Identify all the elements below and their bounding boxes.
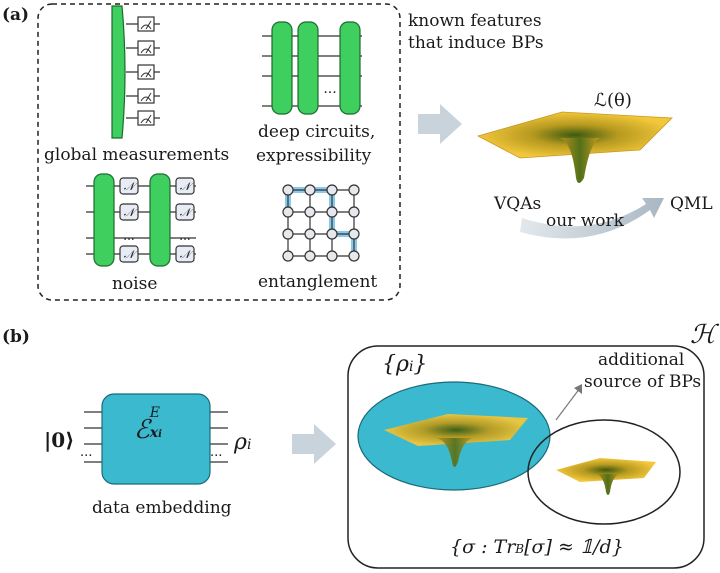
deep-circuits-label-line1: deep circuits, bbox=[258, 122, 376, 142]
data-embedding-label: data embedding bbox=[92, 498, 232, 518]
output-state-label: ρi bbox=[234, 432, 251, 454]
noise-gate-label: 𝒩 bbox=[180, 206, 194, 219]
mixed-region-surface bbox=[556, 458, 656, 495]
our-work-label: our work bbox=[546, 211, 624, 231]
sigma-label: {σ : Tr bbox=[450, 536, 516, 558]
embedded-set-label: {ρi} bbox=[382, 354, 427, 376]
noise-ellipsis: ... bbox=[123, 229, 134, 243]
noise-gate-label: 𝒩 bbox=[124, 248, 138, 261]
input-state-label: |0⟩ bbox=[44, 428, 75, 452]
deep-circuits-label-line2: expressibility bbox=[256, 146, 372, 166]
noise-ellipsis: ... bbox=[179, 229, 190, 243]
sigma-subscript: B bbox=[515, 542, 525, 556]
sigma-rest: [σ] ≈ 𝟙/d} bbox=[524, 536, 624, 558]
panel-b-arrow bbox=[292, 424, 336, 464]
additional-line1: additional bbox=[598, 350, 685, 370]
side-note-line1: known features bbox=[408, 11, 542, 31]
embedded-surface bbox=[384, 414, 528, 467]
channel-subscript-i: i bbox=[158, 429, 162, 440]
set-subscript: i bbox=[408, 359, 414, 375]
qml-label: QML bbox=[670, 194, 713, 214]
global-measurements-icon bbox=[111, 5, 160, 139]
loss-function-label: ℒ(θ) bbox=[594, 90, 632, 111]
embedding-left-ellipsis: ... bbox=[80, 445, 93, 460]
side-note-line2: that induce BPs bbox=[408, 33, 544, 53]
global-measurements-label: global measurements bbox=[44, 145, 230, 165]
mixed-set-label: {σ : TrB[σ] ≈ 𝟙/d} bbox=[450, 538, 624, 557]
channel-subscript-x: x bbox=[149, 425, 159, 441]
deep-circuit-ellipsis: ... bbox=[323, 81, 336, 97]
noise-gate-label: 𝒩 bbox=[180, 180, 194, 193]
output-subscript: i bbox=[246, 437, 252, 453]
panel-a-dashed-frame bbox=[37, 3, 401, 301]
vqa-label: VQAs bbox=[494, 194, 542, 214]
entanglement-label: entanglement bbox=[258, 272, 378, 292]
loss-landscape-surface bbox=[476, 111, 673, 183]
entanglement-graph-icon bbox=[282, 184, 360, 262]
channel-E: ℰ bbox=[134, 415, 150, 445]
additional-source-arrowhead bbox=[574, 384, 582, 394]
noise-gate-label: 𝒩 bbox=[124, 206, 138, 219]
noise-gate-label: 𝒩 bbox=[124, 180, 138, 193]
output-rho: ρ bbox=[234, 430, 247, 455]
deep-circuit-icon bbox=[262, 21, 362, 115]
panel-b-tag: (b) bbox=[2, 327, 30, 347]
panel-a-arrow bbox=[418, 104, 462, 144]
additional-line2: source of BPs bbox=[584, 372, 702, 392]
noise-circuit-icon bbox=[86, 173, 196, 267]
set-close: } bbox=[413, 352, 428, 377]
set-open: {ρ bbox=[382, 352, 409, 377]
maximally-mixed-region-ellipse bbox=[527, 419, 681, 525]
channel-subscript: xi bbox=[150, 426, 162, 440]
additional-source-arrow bbox=[555, 387, 581, 421]
data-embedding-box bbox=[101, 393, 211, 485]
embedding-right-ellipsis: ... bbox=[210, 445, 223, 460]
hilbert-space-label: ℋ bbox=[690, 320, 716, 350]
channel-superscript: E bbox=[149, 405, 160, 421]
hilbert-space-frame bbox=[347, 345, 705, 569]
our-work-arrow bbox=[520, 198, 664, 239]
panel-a-tag: (a) bbox=[2, 5, 30, 25]
noise-label: noise bbox=[112, 274, 158, 294]
noise-gate-label: 𝒩 bbox=[180, 248, 194, 261]
